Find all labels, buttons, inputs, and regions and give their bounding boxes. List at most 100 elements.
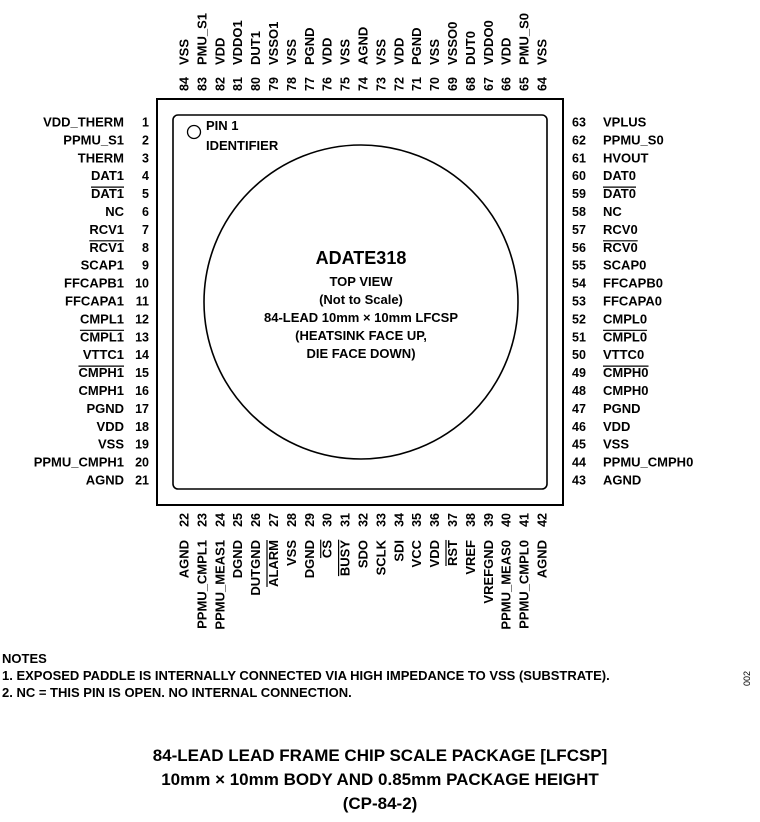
pin-45-name: VSS xyxy=(603,437,629,452)
pin-47-number: 47 xyxy=(572,402,586,416)
caption-line3: (CP-84-2) xyxy=(342,794,418,813)
pin-26-number: 26 xyxy=(249,513,263,527)
pin-5-number: 5 xyxy=(142,187,149,201)
pin-43-number: 43 xyxy=(572,474,586,488)
pin-76-name: VDD xyxy=(320,38,335,65)
pin-67-name: VDDO0 xyxy=(481,20,496,65)
note-1: 1. EXPOSED PADDLE IS INTERNALLY CONNECTE… xyxy=(2,668,610,683)
orientation-line2: DIE FACE DOWN) xyxy=(306,346,415,361)
pin-1-number: 1 xyxy=(142,116,149,130)
package-outline xyxy=(156,98,564,506)
package-caption: 84-LEAD LEAD FRAME CHIP SCALE PACKAGE [L… xyxy=(0,744,760,816)
pin-29-number: 29 xyxy=(303,513,317,527)
pin-7-number: 7 xyxy=(142,223,149,237)
pin1-label-line1: PIN 1 xyxy=(206,118,239,133)
pin-61-number: 61 xyxy=(572,151,586,165)
pin-32-name: SDO xyxy=(356,540,371,568)
pin-11-number: 11 xyxy=(136,295,149,309)
pin-59-name: DAT0 xyxy=(603,186,636,201)
pin-15-name: CMPH1 xyxy=(78,365,124,380)
pin-79-number: 79 xyxy=(267,77,281,91)
pin-2-name: PPMU_S1 xyxy=(63,132,124,147)
die-circle xyxy=(203,144,519,460)
pin-72-number: 72 xyxy=(392,77,406,91)
pin-21-name: AGND xyxy=(86,473,124,488)
pin-18-number: 18 xyxy=(135,420,149,434)
pin-10-name: FFCAPB1 xyxy=(64,276,124,291)
pin-83-number: 83 xyxy=(195,77,209,91)
pin-47-name: PGND xyxy=(603,401,641,416)
pin-44-number: 44 xyxy=(572,456,586,470)
pin-53-name: FFCAPA0 xyxy=(603,294,662,309)
pin-16-number: 16 xyxy=(135,384,149,398)
pin-65-number: 65 xyxy=(518,77,532,91)
pin-51-name: CMPL0 xyxy=(603,329,647,344)
pin-43-name: AGND xyxy=(603,473,641,488)
pin-66-name: VDD xyxy=(499,38,514,65)
pin-33-number: 33 xyxy=(374,513,388,527)
pin-37-name: RST xyxy=(445,540,460,566)
pin-30-name: CS xyxy=(320,540,335,558)
pin-4-name: DAT1 xyxy=(91,168,124,183)
pin-27-number: 27 xyxy=(267,513,281,527)
pin-49-number: 49 xyxy=(572,366,586,380)
pin-60-number: 60 xyxy=(572,169,586,183)
pin-35-name: VCC xyxy=(409,539,424,567)
pin-22-number: 22 xyxy=(178,513,192,527)
pin-50-number: 50 xyxy=(572,348,586,362)
notes-heading: NOTES xyxy=(2,651,47,666)
pin-80-name: DUT1 xyxy=(248,31,263,65)
pin-25-number: 25 xyxy=(231,513,245,527)
pin-67-number: 67 xyxy=(482,77,496,91)
pin-56-name: RCV0 xyxy=(603,240,638,255)
pin-79-name: VSSO1 xyxy=(266,22,281,65)
pin-7-name: RCV1 xyxy=(89,222,124,237)
pin-23-number: 23 xyxy=(195,513,209,527)
part-number: ADATE318 xyxy=(316,248,407,268)
pin-19-name: VSS xyxy=(98,437,124,452)
pin-2-number: 2 xyxy=(142,133,149,147)
pin-19-number: 19 xyxy=(135,438,149,452)
pin-41-number: 41 xyxy=(518,513,532,527)
pin-3-number: 3 xyxy=(142,151,149,165)
pin-12-number: 12 xyxy=(135,312,149,326)
pin-82-number: 82 xyxy=(213,77,227,91)
pin-8-name: RCV1 xyxy=(89,240,124,255)
pin-23-name: PPMU_CMPL1 xyxy=(194,540,209,629)
pin-33-name: SCLK xyxy=(373,539,388,575)
pin-4-number: 4 xyxy=(142,169,149,183)
pin-84-name: VSS xyxy=(177,39,192,65)
pin-68-number: 68 xyxy=(464,77,478,91)
pin-52-name: CMPL0 xyxy=(603,311,647,326)
pin-81-name: VDDO1 xyxy=(230,20,245,65)
note-2: 2. NC = THIS PIN IS OPEN. NO INTERNAL CO… xyxy=(2,685,352,700)
pin-15-number: 15 xyxy=(135,366,149,380)
pin-49-name: CMPH0 xyxy=(603,365,649,380)
pin-54-name: FFCAPB0 xyxy=(603,276,663,291)
pin-48-name: CMPH0 xyxy=(603,383,649,398)
pin-38-number: 38 xyxy=(464,513,478,527)
package-inner-outline xyxy=(172,114,548,490)
pin-28-number: 28 xyxy=(285,513,299,527)
pin-11-name: FFCAPA1 xyxy=(65,294,124,309)
pin-78-number: 78 xyxy=(285,77,299,91)
notes-block: NOTES 1. EXPOSED PADDLE IS INTERNALLY CO… xyxy=(2,650,610,701)
pin-13-name: CMPL1 xyxy=(80,329,124,344)
pin-25-name: DGND xyxy=(230,540,245,578)
pin-56-number: 56 xyxy=(572,241,586,255)
pin-18-name: VDD xyxy=(97,419,124,434)
package-label: 84-LEAD 10mm × 10mm LFCSP xyxy=(264,310,458,325)
pin-16-name: CMPH1 xyxy=(78,383,124,398)
orientation-line1: (HEATSINK FACE UP, xyxy=(295,328,427,343)
pin-42-name: AGND xyxy=(535,540,550,578)
caption-line1: 84-LEAD LEAD FRAME CHIP SCALE PACKAGE [L… xyxy=(152,746,608,765)
pin-72-name: VDD xyxy=(391,38,406,65)
pin-71-number: 71 xyxy=(410,77,424,91)
pin-14-name: VTTC1 xyxy=(83,347,124,362)
pin-26-name: DUTGND xyxy=(248,540,263,596)
pin-40-name: PPMU_MEAS0 xyxy=(499,540,514,630)
pin-65-name: PMU_S0 xyxy=(517,13,532,65)
pin-64-number: 64 xyxy=(536,77,550,91)
pin-54-number: 54 xyxy=(572,277,586,291)
pin-55-number: 55 xyxy=(572,259,586,273)
